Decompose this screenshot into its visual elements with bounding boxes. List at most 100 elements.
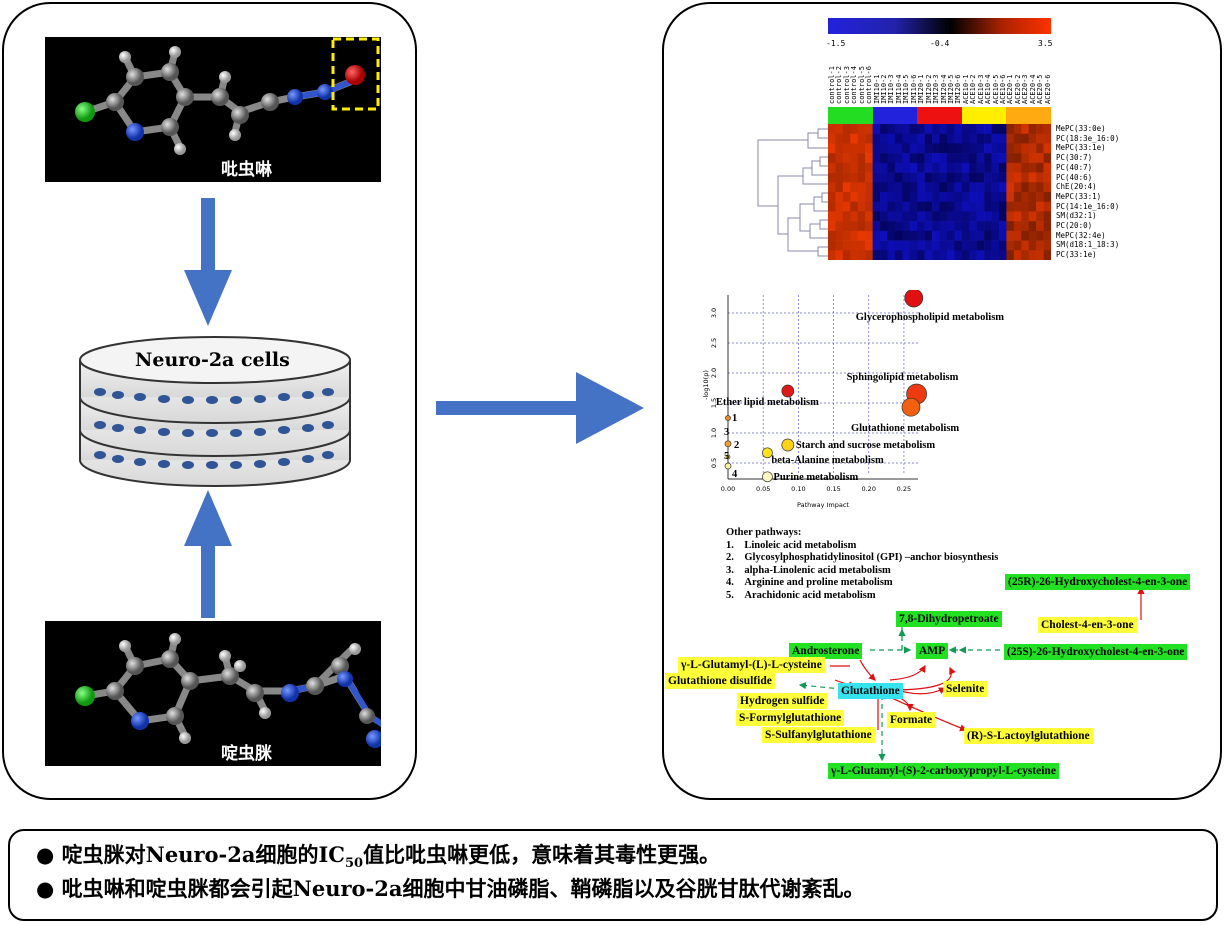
heatmap-cell <box>1021 172 1029 183</box>
heatmap-cell <box>887 133 896 144</box>
heatmap-cell <box>828 182 836 193</box>
heatmap-cell <box>880 201 888 212</box>
heatmap-cell <box>1028 192 1037 203</box>
heatmap-cell <box>880 221 888 232</box>
heatmap-cell <box>924 133 933 144</box>
heatmap-cell <box>954 153 963 164</box>
heatmap-cell <box>880 230 888 241</box>
heatmap-cell <box>946 201 955 212</box>
heatmap-cell <box>902 162 911 173</box>
heatmap-row-label: PC(40:6) <box>1056 172 1093 182</box>
x-tick-label: 0.25 <box>897 485 911 493</box>
heatmap-cell <box>865 153 873 164</box>
heatmap-cell <box>998 240 1007 251</box>
heatmap-cell <box>924 153 933 164</box>
heatmap-cell <box>1028 182 1037 193</box>
heatmap-cell <box>917 211 925 222</box>
heatmap-cell <box>1036 211 1044 222</box>
heatmap-cell <box>1028 153 1037 164</box>
heatmap-cell <box>850 133 859 144</box>
heatmap-cell <box>991 172 1000 183</box>
heatmap-cell <box>924 162 933 173</box>
heatmap-cell <box>1013 192 1022 203</box>
heatmap-cell <box>917 133 925 144</box>
cells-label: Neuro-2a cells <box>135 349 290 371</box>
heatmap-cell <box>917 162 925 173</box>
heatmap-cell <box>902 221 911 232</box>
network-node: S-Formylglutathione <box>736 710 845 726</box>
heatmap-cell <box>976 221 985 232</box>
heatmap-cell <box>969 250 977 260</box>
heatmap-cell <box>857 211 866 222</box>
heatmap-row-label: MePC(33:1e) <box>1056 143 1106 153</box>
heatmap-cell <box>917 201 925 212</box>
heatmap-color-scale <box>828 18 1051 34</box>
arrow-right-icon <box>436 372 644 444</box>
heatmap-cell <box>984 221 992 232</box>
heatmap-cell <box>842 201 851 212</box>
heatmap-cell <box>1021 124 1029 135</box>
heatmap-cell <box>1013 250 1022 260</box>
heatmap-cell <box>872 211 881 222</box>
heatmap-cell <box>932 240 940 251</box>
heatmap-cell <box>872 133 881 144</box>
heatmap-cell <box>991 153 1000 164</box>
heatmap-cell <box>1043 211 1051 222</box>
heatmap-cell <box>932 250 940 260</box>
bubble-point <box>724 440 732 448</box>
network-node: (R)-S-Lactoylglutathione <box>964 728 1093 744</box>
bubble-label: beta-Alanine metabolism <box>771 454 884 466</box>
heatmap-cell <box>998 182 1007 193</box>
heatmap-cell <box>961 133 970 144</box>
heatmap-cell <box>894 201 903 212</box>
x-axis-label: Pathway Impact <box>797 501 849 509</box>
heatmap-cell <box>887 182 896 193</box>
heatmap-cell <box>1036 172 1044 183</box>
heatmap-cell <box>835 221 844 232</box>
x-tick-label: 0.00 <box>721 485 735 493</box>
heatmap-cell <box>954 230 963 241</box>
heatmap-cell <box>872 124 881 135</box>
heatmap-cell <box>865 240 873 251</box>
heatmap-cell <box>880 124 888 135</box>
heatmap-cell <box>1013 153 1022 164</box>
heatmap-cell <box>1028 133 1037 144</box>
heatmap-cell <box>932 162 940 173</box>
bubble-point <box>762 471 773 483</box>
heatmap-cell <box>998 143 1007 154</box>
bubble-point <box>901 397 921 417</box>
heatmap-cell <box>894 153 903 164</box>
heatmap-cell <box>1021 143 1029 154</box>
heatmap-cell <box>857 201 866 212</box>
heatmap-cell <box>828 250 836 260</box>
heatmap-cell <box>932 221 940 232</box>
heatmap-cell <box>835 162 844 173</box>
heatmap-cell <box>991 124 1000 135</box>
heatmap-cell <box>842 192 851 203</box>
heatmap-cell <box>865 201 873 212</box>
heatmap-cell <box>969 143 977 154</box>
heatmap-cell <box>909 172 918 183</box>
heatmap-cell <box>961 182 970 193</box>
heatmap-cell <box>1036 192 1044 203</box>
heatmap-cell <box>909 250 918 260</box>
heatmap-cell <box>880 153 888 164</box>
network-node: Glutathione disulfide <box>665 673 775 689</box>
heatmap-cell <box>969 182 977 193</box>
heatmap-cell <box>828 240 836 251</box>
heatmap-cell <box>1036 240 1044 251</box>
heatmap-cell <box>865 221 873 232</box>
heatmap-cell <box>976 230 985 241</box>
heatmap-cell <box>872 250 881 260</box>
heatmap-cell <box>850 162 859 173</box>
heatmap-cell <box>865 250 873 260</box>
heatmap-cell <box>842 133 851 144</box>
heatmap-cell <box>1043 230 1051 241</box>
heatmap-cell <box>894 250 903 260</box>
heatmap-group-swatch <box>1006 107 1051 124</box>
heatmap-cell <box>1036 250 1044 260</box>
heatmap-cell <box>961 240 970 251</box>
heatmap-cell <box>857 221 866 232</box>
heatmap-cell <box>939 172 948 183</box>
